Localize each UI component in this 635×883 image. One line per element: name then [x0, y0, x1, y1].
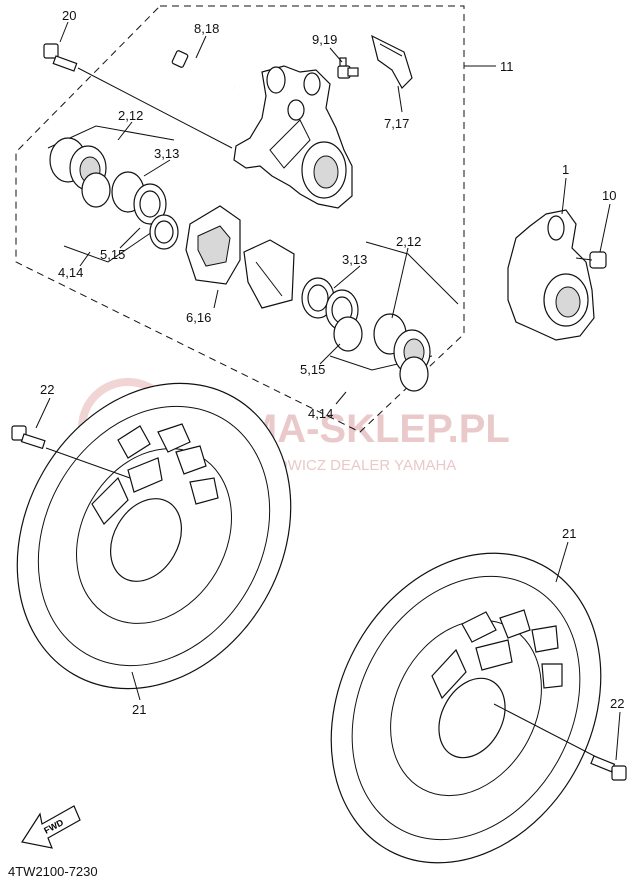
diagram-code: 4TW2100-7230: [8, 864, 98, 879]
callout-20: 20: [62, 8, 76, 23]
brake-disc-right: [330, 552, 607, 864]
callout-10: 10: [602, 188, 616, 203]
pad-spring-7-17: [371, 34, 413, 89]
pin-8-18: [171, 50, 235, 90]
bolt-20: [43, 43, 233, 149]
callout-21-left: 21: [132, 702, 146, 717]
callout-11: 11: [500, 59, 514, 74]
bolt-22-right: [590, 755, 627, 781]
callout-4-14-top: 4,14: [58, 265, 83, 280]
callout-9-19: 9,19: [312, 32, 337, 47]
caliper-body-top: [233, 65, 353, 209]
callout-3-13-top: 3,13: [154, 146, 179, 161]
callout-3-13-bottom: 3,13: [342, 252, 367, 267]
callout-7-17: 7,17: [384, 116, 409, 131]
callout-22-right: 22: [610, 696, 624, 711]
callout-21-right: 21: [562, 526, 576, 541]
callout-22-left: 22: [40, 382, 54, 397]
brake-disc-left: [16, 382, 292, 690]
callout-2-12-top: 2,12: [118, 108, 143, 123]
callout-5-15-bottom: 5,15: [300, 362, 325, 377]
callout-1: 1: [562, 162, 569, 177]
bleed-screw-9-19: [337, 57, 359, 79]
leader-lines: [35, 21, 621, 761]
caliper-assembly-boundary: [15, 5, 465, 433]
callout-4-14-bottom: 4,14: [308, 406, 333, 421]
fwd-arrow-icon: FWD: [21, 805, 81, 849]
callout-labels: 20 8,18 9,19 11 7,17 2,12 3,13 5,15 4,14…: [40, 8, 624, 717]
callout-5-15-top: 5,15: [100, 247, 125, 262]
caliper-complete-1: [507, 209, 607, 341]
piston-group-upper: [47, 125, 179, 263]
callout-8-18: 8,18: [194, 21, 219, 36]
callout-6-16: 6,16: [186, 310, 211, 325]
brake-pads-6-16: [185, 205, 295, 309]
callout-2-12-bottom: 2,12: [396, 234, 421, 249]
piston-group-lower: [301, 241, 459, 392]
bolt-22-left: [11, 425, 131, 479]
